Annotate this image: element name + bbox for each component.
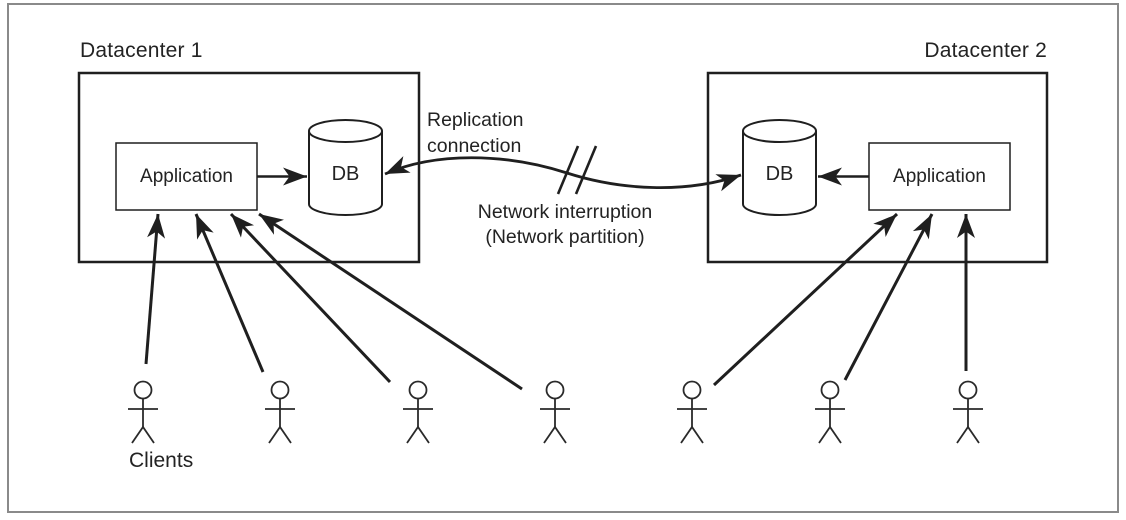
client-figure	[128, 380, 158, 444]
application1-box	[115, 142, 258, 211]
client-figure	[265, 380, 295, 444]
client-figure	[540, 380, 570, 444]
network-interruption-label: Network interruption (Network partition)	[477, 201, 653, 248]
client4-arrow	[258, 212, 523, 391]
client-figures	[128, 380, 983, 444]
datacenter1-title: Datacenter 1	[80, 39, 203, 62]
db2-cylinder-icon	[742, 119, 817, 216]
application1-label: Application	[140, 165, 233, 187]
client-figure	[815, 380, 845, 444]
application2-label: Application	[893, 165, 986, 187]
db2-label: DB	[765, 162, 794, 185]
network-break-icon	[556, 145, 598, 195]
client-figure	[403, 380, 433, 444]
client5-arrow	[712, 212, 899, 387]
client-arrows	[144, 212, 975, 391]
db1-label: DB	[331, 162, 360, 185]
client-figure	[953, 380, 983, 444]
replication-connection-label: Replication connection	[427, 109, 524, 157]
client3-arrow	[229, 212, 392, 384]
client-figure	[677, 380, 707, 444]
datacenter2-title: Datacenter 2	[924, 39, 1047, 62]
application2-box	[868, 142, 1011, 211]
client2-arrow	[194, 213, 265, 373]
client6-arrow	[843, 213, 934, 381]
db1-cylinder-icon	[308, 119, 383, 216]
client1-arrow	[144, 213, 166, 365]
clients-label: Clients	[129, 449, 194, 472]
